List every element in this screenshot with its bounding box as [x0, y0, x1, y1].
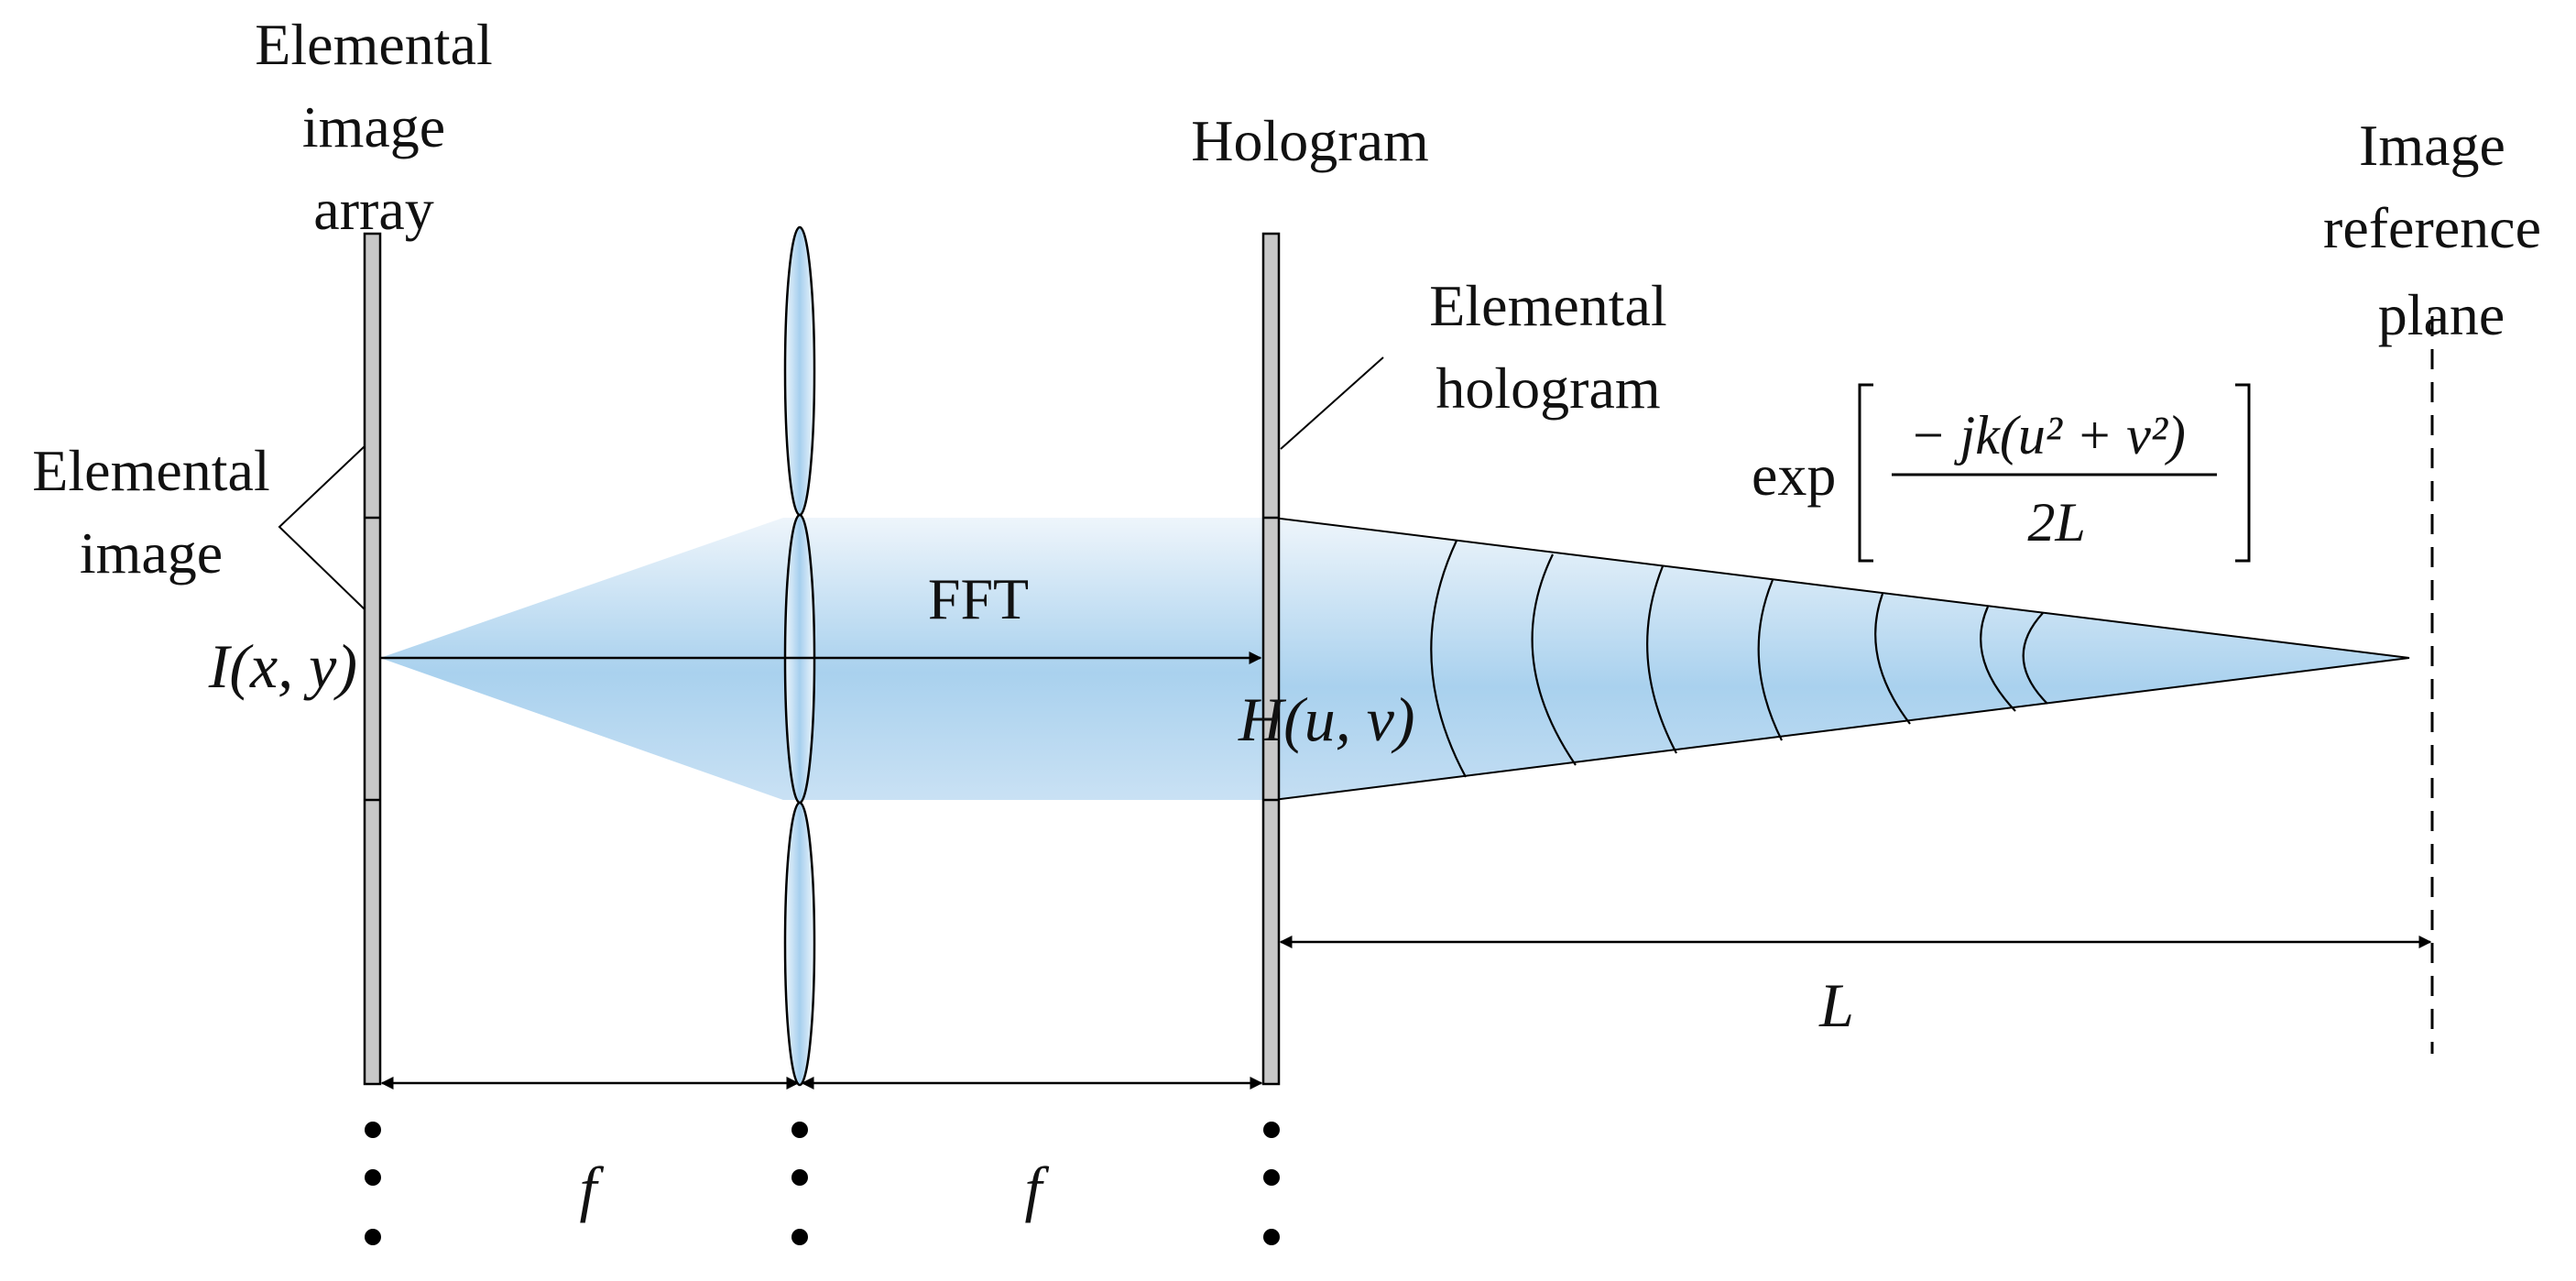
elemental-image-bracket [278, 445, 366, 610]
svg-text:Image: Image [2359, 113, 2505, 178]
svg-text:hologram: hologram [1435, 356, 1660, 421]
elemental-hologram-label: Elemental hologram [1429, 273, 1666, 421]
elemental-image-label: Elemental image [32, 438, 269, 586]
wavefront-arc [1874, 593, 1911, 725]
focal-length-label-1: f [580, 1154, 605, 1223]
elemental-hologram-leader [1280, 356, 1384, 450]
propagation-formula: exp − jk(u² + v²) 2L [1752, 383, 2251, 563]
svg-text:image: image [80, 520, 223, 586]
wavefront-arc [1980, 606, 2016, 712]
svg-text:reference: reference [2323, 195, 2541, 260]
hologram-plate [1261, 232, 1281, 1086]
image-reference-plane-label: Image reference plane [2323, 113, 2541, 347]
focal-length-label-2: f [1025, 1154, 1050, 1223]
formula-numerator: − jk(u² + v²) [1909, 405, 2186, 465]
hologram-label: Hologram [1191, 108, 1429, 173]
wavefront-arc [1646, 565, 1677, 754]
lens [783, 225, 816, 517]
formula-right-bracket [2235, 383, 2251, 563]
svg-text:image: image [302, 94, 445, 159]
fft-label: FFT [928, 566, 1029, 631]
formula-denominator: 2L [2027, 492, 2085, 553]
formula-left-bracket [1858, 383, 1873, 563]
wavefront-arc [2022, 612, 2048, 705]
input-function-label: I(x, y) [208, 631, 357, 701]
output-function-label: H(u, v) [1238, 684, 1415, 754]
lens [783, 801, 816, 1087]
wavefront-arc [1757, 579, 1783, 741]
continuation-dots [365, 1122, 1280, 1245]
elemental-image-array-plate [363, 232, 382, 1086]
svg-text:array: array [313, 177, 433, 242]
svg-text:Elemental: Elemental [255, 12, 492, 77]
svg-text:plane: plane [2378, 282, 2505, 347]
wavefront-arcs [1430, 540, 2048, 778]
wavefront-arc [1531, 553, 1577, 766]
wavefront-arc [1430, 540, 1467, 778]
formula-prefix: exp [1752, 443, 1836, 508]
svg-text:Elemental: Elemental [1429, 273, 1666, 338]
distance-label: L [1818, 970, 1854, 1040]
svg-text:Elemental: Elemental [32, 438, 269, 503]
elemental-image-array-label: Elemental image array [255, 12, 492, 242]
lens-array [783, 225, 816, 1087]
